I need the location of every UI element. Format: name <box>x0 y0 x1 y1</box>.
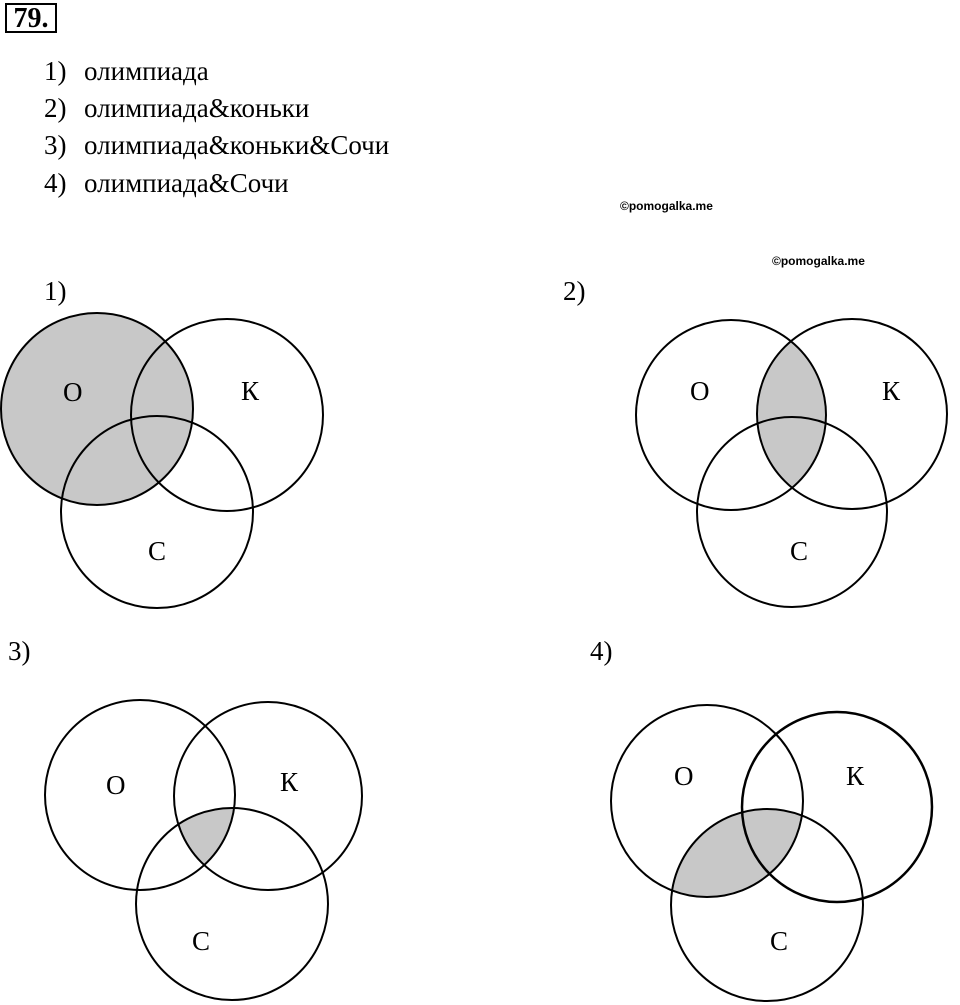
query-text: олимпиада&Сочи <box>84 168 289 198</box>
query-line-4: 4) олимпиада&Сочи <box>44 168 289 198</box>
set-circle-o <box>44 699 236 891</box>
query-text: олимпиада&коньки&Сочи <box>84 130 390 160</box>
set-circle-c <box>60 415 254 609</box>
problem-number: 79. <box>5 3 57 33</box>
query-text: олимпиада&коньки <box>84 93 310 123</box>
shaded-region <box>757 320 826 509</box>
set-label-k: К <box>882 376 901 406</box>
query-number: 3) <box>44 130 67 160</box>
set-label-k: К <box>846 761 865 791</box>
set-circle-k <box>130 318 324 512</box>
venn-diagram-3: О К С <box>44 699 363 1001</box>
set-label-o: О <box>674 761 694 791</box>
set-circle-c <box>670 808 864 1002</box>
diagram-label-1: 1) <box>44 276 67 306</box>
shaded-region <box>671 809 803 897</box>
set-circle-o <box>635 319 827 511</box>
watermark: ©pomogalka.me <box>620 199 713 213</box>
set-circle-k <box>740 710 934 904</box>
query-line-3: 3) олимпиада&коньки&Сочи <box>44 130 389 160</box>
query-line-1: 1) олимпиада <box>44 56 209 86</box>
set-circle-k <box>173 701 363 891</box>
set-circle-o <box>0 312 194 506</box>
venn-diagram-4: О К С <box>610 704 934 1002</box>
diagram-label-4: 4) <box>590 636 613 666</box>
query-number: 4) <box>44 168 67 198</box>
watermark: ©pomogalka.me <box>772 254 865 268</box>
set-label-c: С <box>192 926 210 956</box>
shaded-region <box>1 313 193 505</box>
set-label-c: С <box>790 536 808 566</box>
set-label-c: С <box>148 536 166 566</box>
set-circle-o <box>610 704 804 898</box>
set-circle-c <box>135 807 329 1001</box>
diagram-label-2: 2) <box>563 276 586 306</box>
query-number: 2) <box>44 93 67 123</box>
query-line-2: 2) олимпиада&коньки <box>44 93 309 123</box>
set-label-o: О <box>106 770 126 800</box>
set-circle-c <box>696 416 888 608</box>
set-label-o: О <box>690 376 710 406</box>
query-number: 1) <box>44 56 67 86</box>
set-circle-k <box>756 318 948 510</box>
set-label-o: О <box>63 377 83 407</box>
query-text: олимпиада <box>84 56 209 86</box>
venn-diagram-2: О К С <box>635 318 948 608</box>
set-label-k: К <box>280 767 299 797</box>
set-label-c: С <box>770 926 788 956</box>
diagram-label-3: 3) <box>8 636 31 666</box>
venn-diagram-1: О К С <box>0 312 324 609</box>
set-label-k: К <box>241 376 260 406</box>
